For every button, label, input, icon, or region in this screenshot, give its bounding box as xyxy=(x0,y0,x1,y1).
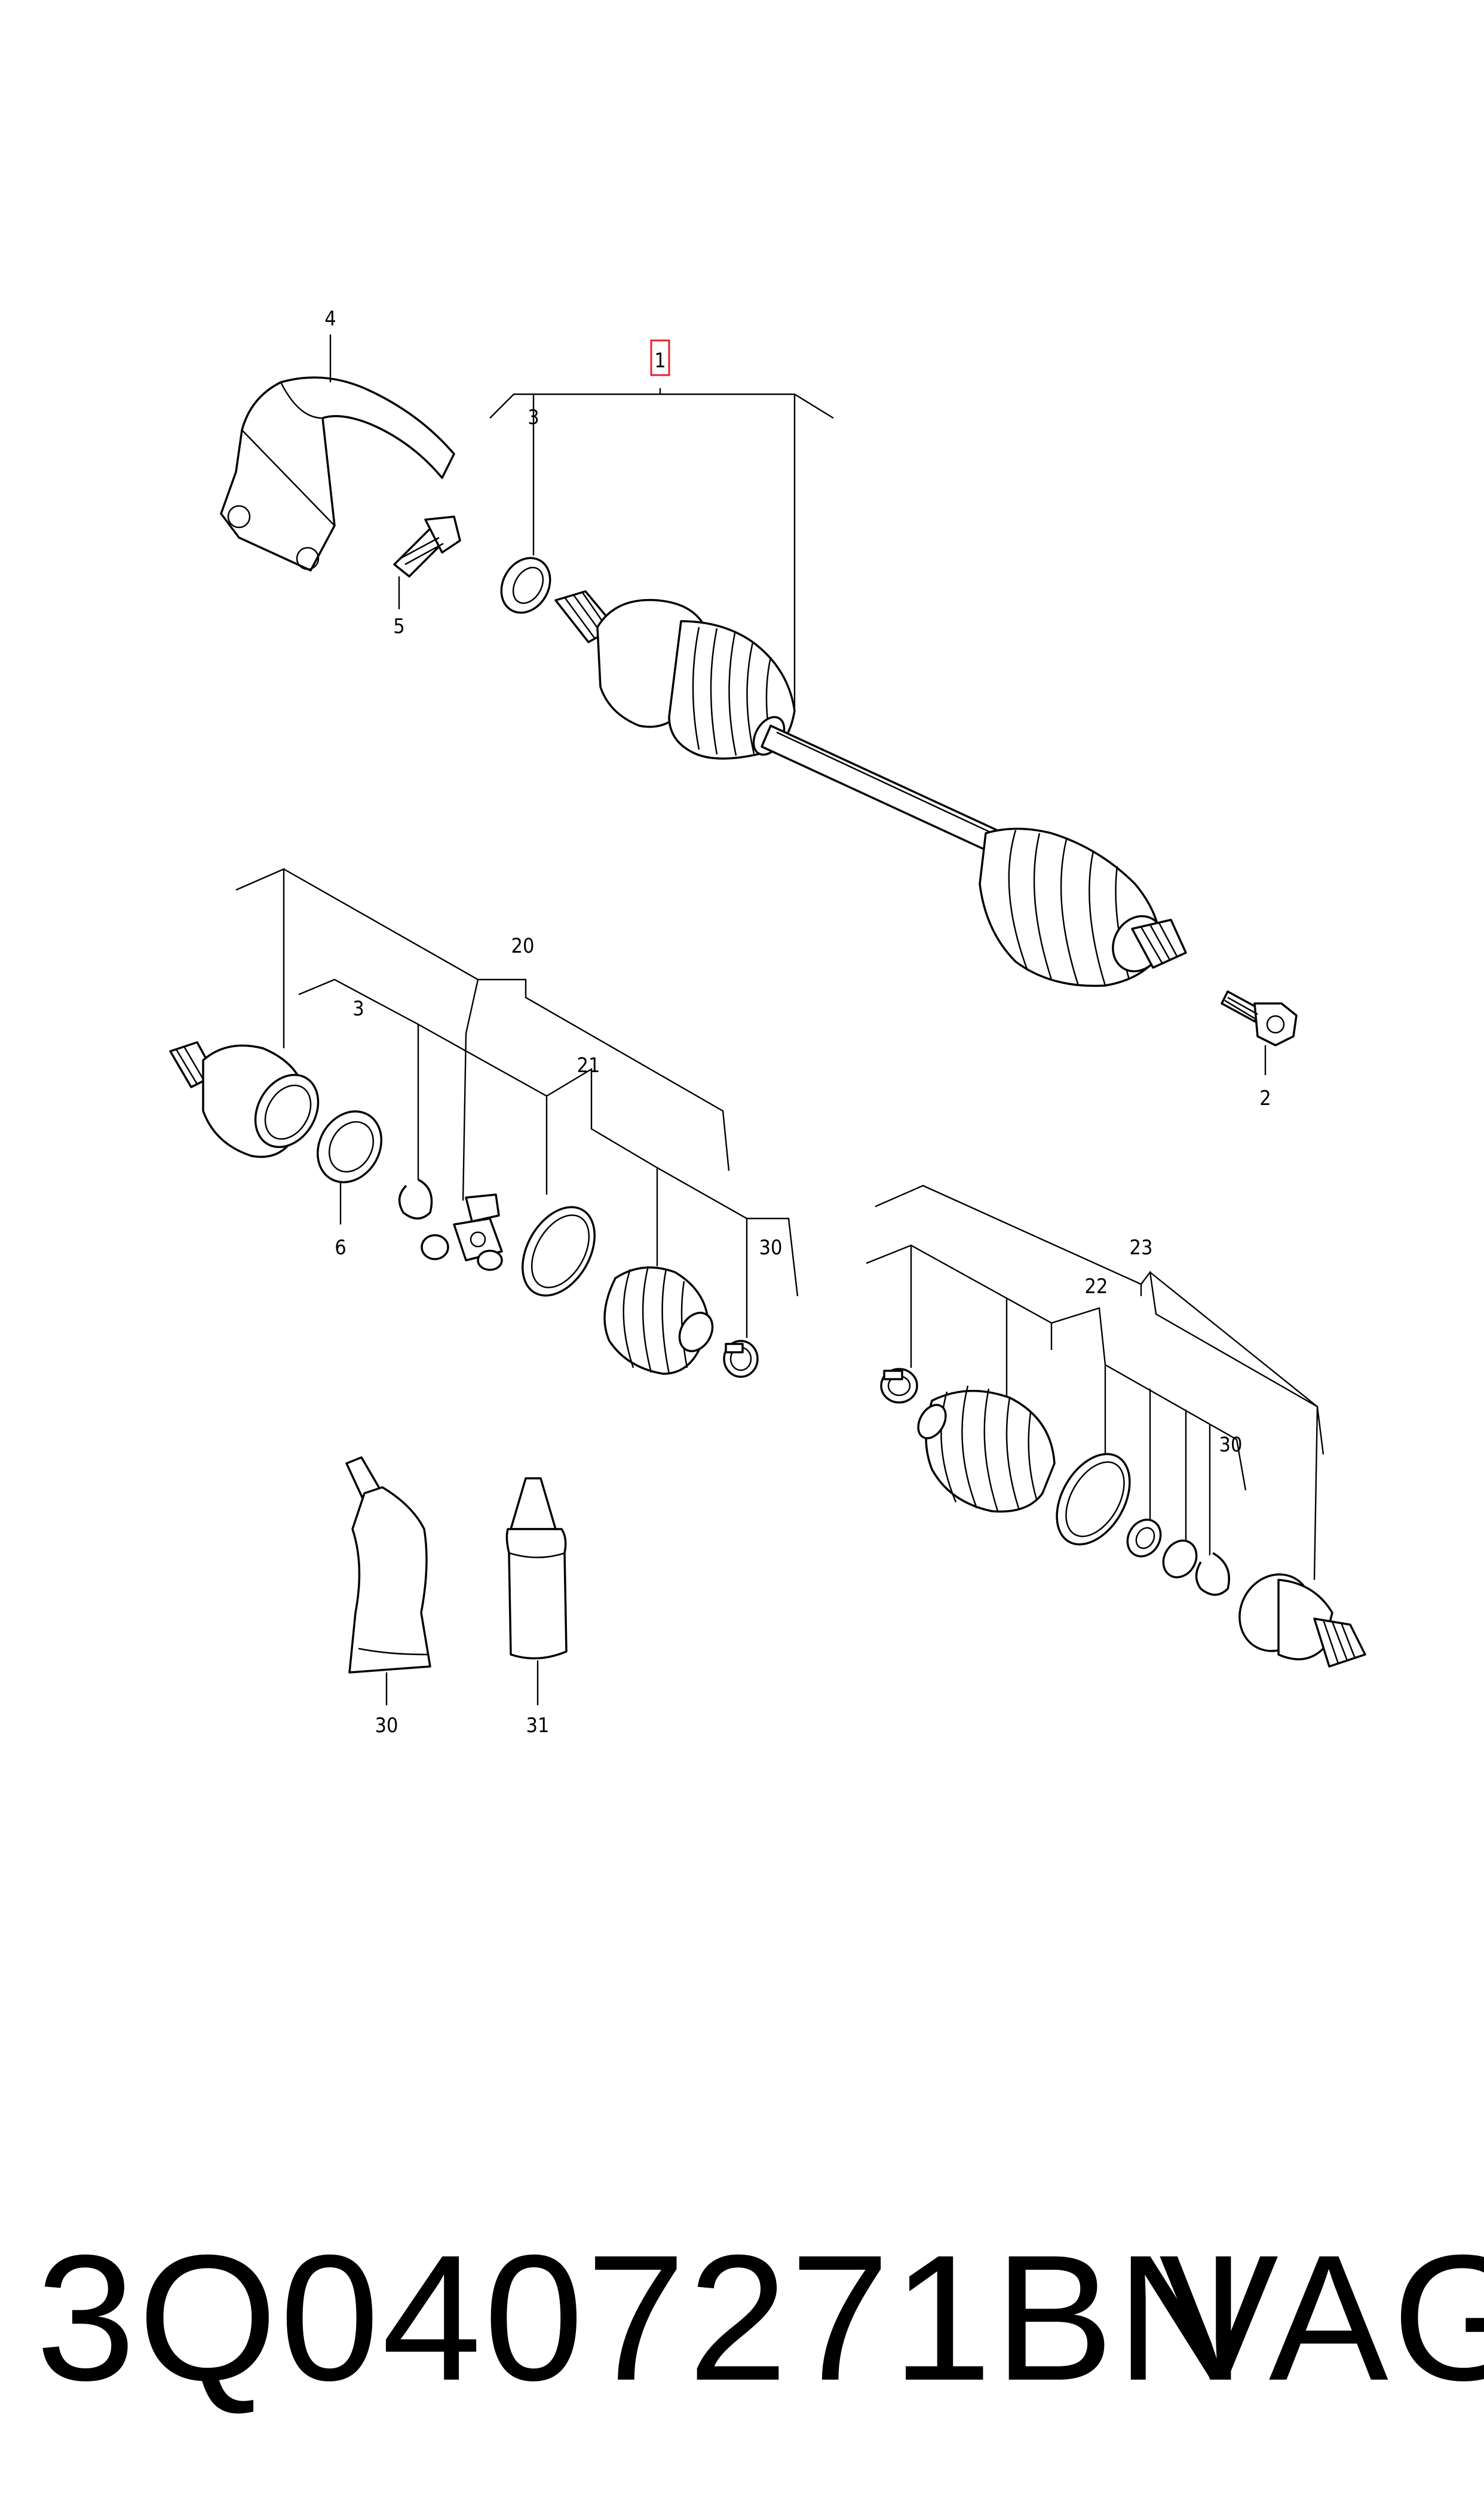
clamp-band-large-right[interactable] xyxy=(1042,1441,1145,1557)
callout-3-mid: 3 xyxy=(352,997,364,1021)
bracket-23-top xyxy=(875,1184,1142,1296)
tripod-spider[interactable] xyxy=(421,1193,503,1271)
callout-2: 2 xyxy=(1259,1086,1271,1110)
bottle-part-31[interactable] xyxy=(505,1477,568,1660)
bracket-20-left xyxy=(235,868,285,1048)
grease-tube-part-30[interactable] xyxy=(345,1456,431,1674)
inner-joint-housing[interactable] xyxy=(169,1041,331,1158)
circlip-mid[interactable] xyxy=(398,1178,433,1220)
bolt-part-5[interactable] xyxy=(393,515,461,578)
dish-spring-right[interactable] xyxy=(1157,1534,1203,1583)
callout-30-mid: 30 xyxy=(759,1236,783,1260)
callout-4: 4 xyxy=(324,307,336,331)
callout-23: 23 xyxy=(1130,1236,1153,1260)
washer-right[interactable] xyxy=(1121,1514,1167,1562)
bracket-3-mid xyxy=(298,978,419,1189)
bracket-20 xyxy=(283,868,730,1171)
boot-mid[interactable] xyxy=(603,1266,719,1375)
bracket-1 xyxy=(489,393,834,419)
callout-21: 21 xyxy=(577,1054,600,1078)
outer-cv-joint[interactable] xyxy=(1226,1561,1366,1668)
callout-31: 31 xyxy=(526,1714,550,1738)
footer-caption: 3Q0407271BN VAG xyxy=(0,2210,1484,2425)
heat-shield-part-4[interactable] xyxy=(220,376,455,572)
callout-20: 20 xyxy=(511,934,535,958)
boot-outer-right[interactable] xyxy=(913,1385,1056,1513)
brand-text: VAG xyxy=(1159,2217,1484,2418)
circlip-part-3-top[interactable] xyxy=(492,549,560,621)
bracket-22 xyxy=(866,1244,1053,1350)
clamp-small-mid[interactable] xyxy=(723,1340,759,1378)
circlip-right[interactable] xyxy=(1195,1552,1230,1596)
bracket-21 xyxy=(546,1067,658,1266)
callout-6: 6 xyxy=(335,1236,346,1260)
callout-22: 22 xyxy=(1085,1275,1108,1299)
part-number-text: 3Q0407271BN xyxy=(36,2217,1248,2418)
drive-shaft-assembly-1[interactable] xyxy=(554,590,1187,987)
callout-1-highlight xyxy=(650,339,670,376)
callout-5: 5 xyxy=(393,615,404,639)
clamp-small-right[interactable] xyxy=(880,1368,918,1404)
callout-1: 1 xyxy=(654,349,666,373)
callout-30-bottom: 30 xyxy=(375,1714,398,1738)
flange-bolt-part-2[interactable] xyxy=(1221,990,1298,1046)
ring-part-6[interactable] xyxy=(305,1100,394,1193)
callout-3-top: 3 xyxy=(528,406,539,429)
callout-30-right: 30 xyxy=(1219,1433,1243,1457)
clamp-band-large[interactable] xyxy=(508,1195,609,1309)
